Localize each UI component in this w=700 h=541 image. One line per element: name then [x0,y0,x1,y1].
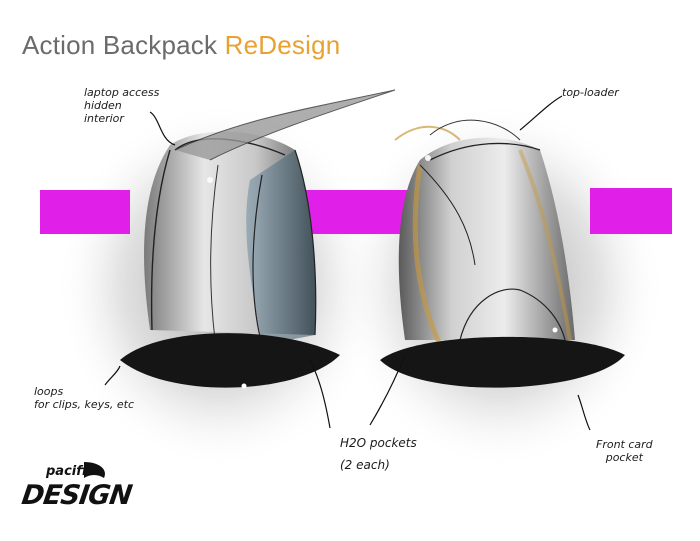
magenta-band-right [590,188,672,234]
annotation-front-card: Front card pocket [596,438,653,464]
annotation-top-loader: top-loader [562,86,619,99]
callout-laptop-line [149,111,176,146]
logo-line1: pacific [46,464,95,479]
right-backpack [380,119,625,388]
pacific-design-logo: pacific DESIGN [20,460,133,522]
callout-card-line [577,394,591,431]
callout-h2o-line-left [309,359,331,429]
title-part-redesign: ReDesign [224,30,341,60]
annotation-laptop-access: laptop access hidden interior [84,86,160,125]
annotation-h2o-pockets: H2O pockets (2 each) [340,436,417,472]
left-backpack [120,89,396,389]
annotation-loops: loops for clips, keys, etc [34,385,134,411]
title-part-product: Action Backpack [22,30,225,60]
callout-toploader-line [519,95,563,131]
logo-line2: DESIGN [19,480,134,511]
magenta-band-middle [300,190,410,234]
logo-mark [84,462,106,478]
page-title: Action Backpack ReDesign [22,30,340,61]
callout-loops-line [104,365,121,386]
magenta-band-left [40,190,130,234]
callout-h2o-line-right [369,354,406,426]
